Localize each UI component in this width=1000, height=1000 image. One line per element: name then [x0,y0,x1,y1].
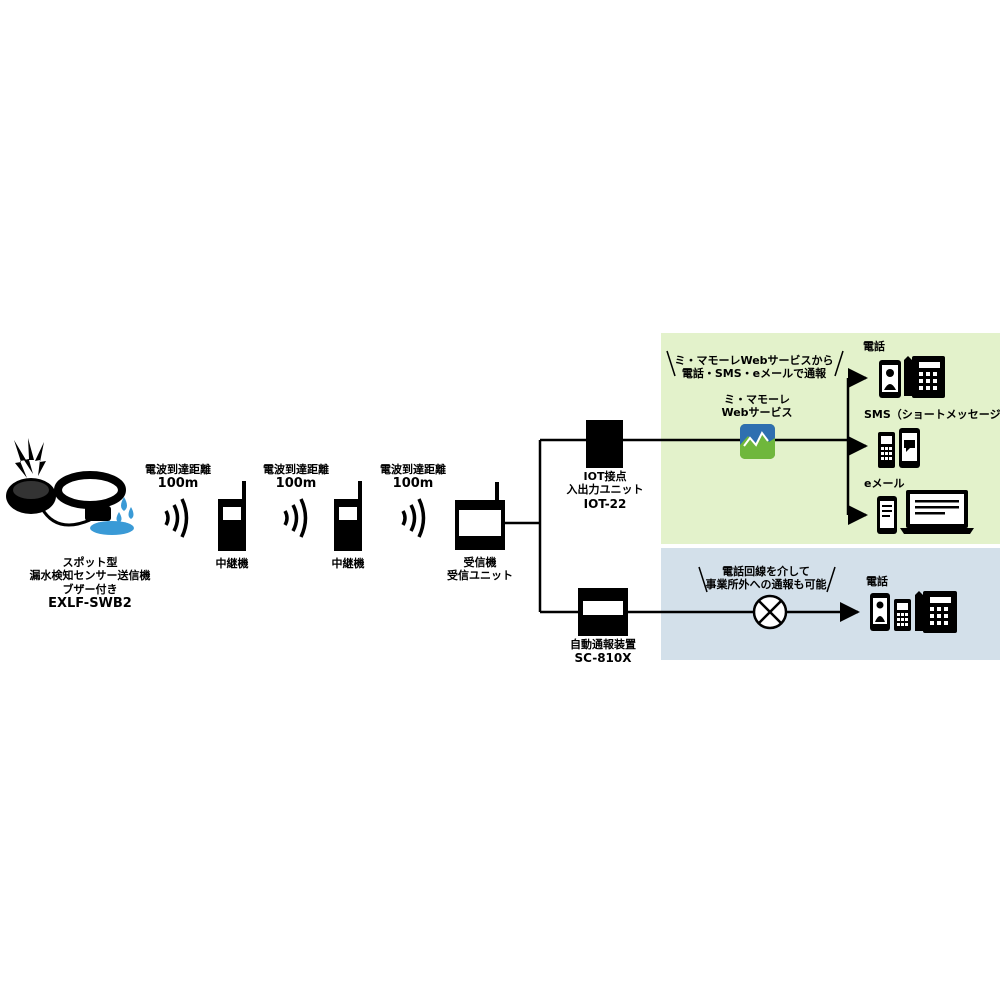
radio-wave-icon-1 [164,498,189,538]
web-panel-banner: ミ・マモーレWebサービスから 電話・SMS・eメールで通報 [671,354,837,381]
sensor-name: 漏水検知センサー送信機 [29,569,151,583]
receiver-icon [455,482,505,550]
buzzer-icon [6,478,56,514]
autocall-name: 自動通報装置 [570,638,636,651]
repeater-label-2: 中継機 [331,557,365,570]
phone-icon [879,356,945,398]
radio-wave-icon-2 [283,498,308,538]
output-label-sms: SMS（ショートメッセージ） [864,408,1000,421]
hop-label-1: 電波到達距離 100m [136,463,220,492]
web-service-name: ミ・マモーレ [724,393,790,406]
receiver-label: 受信機 受信ユニット [440,556,520,583]
phone-panel-output-label: 電話 [866,575,888,588]
cross-circle-icon [752,594,788,630]
sensor-type: スポット型 [62,556,118,569]
iot-label: IOT接点 入出力ユニット IOT-22 [555,470,655,511]
output-label-phone: 電話 [863,340,885,353]
iot-unit-icon [586,420,623,468]
sms-phone-icon [878,428,920,468]
hop-label-2: 電波到達距離 100m [254,463,338,492]
iot-name: IOT接点 [583,470,627,483]
mimamore-app-icon [740,424,775,459]
iot-unit: 入出力ユニット [566,483,644,497]
sensor-feature: ブザー付き [62,582,118,596]
banner-slashes [666,350,844,593]
repeater-label-1: 中継機 [215,557,249,570]
hop-distance: 100m [275,476,317,492]
web-banner-line2: 電話・SMS・eメールで通報 [681,367,827,381]
hop-distance: 100m [392,476,434,492]
phone-panel-banner: 電話回線を介して 事業所外への通報も可能 [700,565,832,592]
web-service-sub: Webサービス [721,406,793,420]
phone-banner-line2: 事業所外への通報も可能 [705,578,827,592]
web-banner-line1: ミ・マモーレWebサービスから [674,354,834,367]
autocall-label: 自動通報装置 SC-810X [553,638,653,666]
phone-banner-line1: 電話回線を介して [722,565,810,578]
hop-label-3: 電波到達距離 100m [371,463,455,492]
receiver-unit: 受信ユニット [447,569,513,583]
autocall-model: SC-810X [574,651,632,666]
sensor-model: EXLF-SWB2 [48,596,132,612]
iot-model: IOT-22 [583,496,627,511]
water-sensor-icon [38,471,134,535]
output-label-email: eメール [864,477,905,490]
hop-range-label: 電波到達距離 [380,463,446,476]
laptop-mail-icon [877,490,974,534]
receiver-name: 受信機 [463,556,497,569]
connection-lines [505,368,868,622]
web-service-label: ミ・マモーレ Webサービス [717,393,797,420]
phone-icon-2 [870,591,957,633]
repeater-icon-1 [218,481,246,551]
sensor-label: スポット型 漏水検知センサー送信機 ブザー付き EXLF-SWB2 [20,556,160,612]
auto-call-device-icon [578,588,628,636]
hop-range-label: 電波到達距離 [263,463,329,476]
repeater-icon-2 [334,481,362,551]
hop-distance: 100m [157,476,199,492]
hop-range-label: 電波到達距離 [145,463,211,476]
radio-wave-icon-3 [401,498,426,538]
lightning-icon [14,438,46,478]
